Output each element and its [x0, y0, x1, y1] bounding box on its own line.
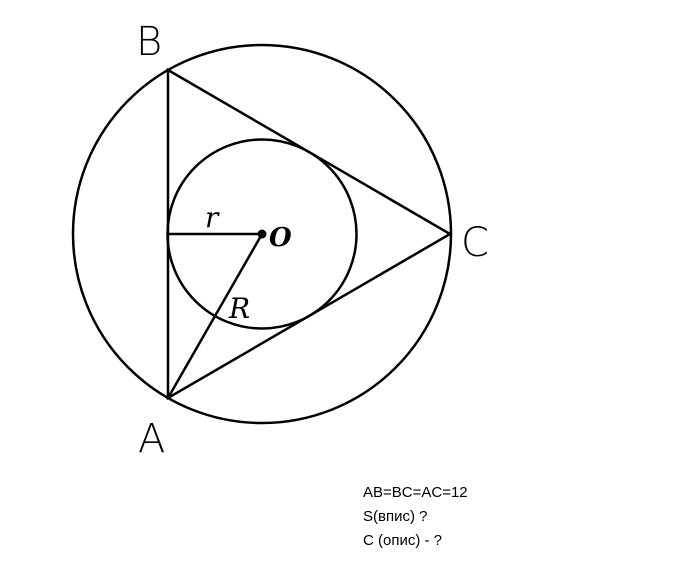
problem-statement: AB=BC=AC=12 S(впис) ? C (опис) - ?	[363, 481, 468, 553]
question-area-text: S(впис) ?	[363, 508, 428, 525]
outer-radius-segment	[166, 233, 264, 399]
inner-radius-label: r	[205, 201, 220, 234]
given-text: AB=BC=AC=12	[363, 484, 468, 501]
center-label: O	[269, 223, 292, 253]
outer-radius-label: R	[228, 292, 250, 325]
vertex-label-c: C	[461, 220, 489, 266]
center-point	[257, 229, 267, 239]
vertex-label-a: A	[138, 416, 165, 462]
vertex-label-b: B	[136, 19, 162, 65]
question-circumference-text: C (опис) - ?	[363, 532, 443, 549]
